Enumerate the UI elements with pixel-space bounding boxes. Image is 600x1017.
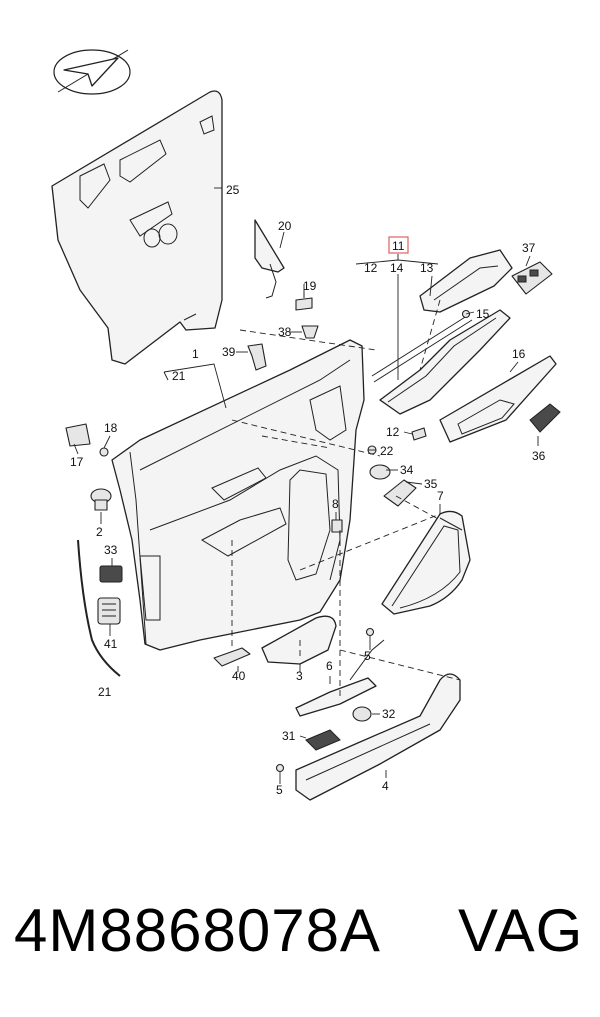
part-8-stud bbox=[331, 519, 343, 533]
part-32-mirror-switch bbox=[352, 706, 372, 722]
callout-25: 25 bbox=[226, 183, 240, 197]
callout-37: 37 bbox=[522, 241, 536, 255]
callout-5-upper: 5 bbox=[364, 649, 371, 663]
callout-16: 16 bbox=[512, 347, 526, 361]
callout-31: 31 bbox=[282, 729, 296, 743]
callout-14: 14 bbox=[390, 261, 404, 275]
callout-38: 38 bbox=[278, 325, 292, 339]
callout-13: 13 bbox=[420, 261, 434, 275]
callout-6: 6 bbox=[326, 659, 333, 673]
part-36-switch-block bbox=[529, 403, 561, 433]
callout-18: 18 bbox=[104, 421, 118, 435]
callout-36: 36 bbox=[532, 449, 546, 463]
callout-41: 41 bbox=[104, 637, 118, 651]
callout-11-highlight-box bbox=[388, 236, 409, 254]
part-39-bracket bbox=[247, 343, 267, 371]
part-3-armrest-pad bbox=[261, 615, 337, 665]
part-41-speaker-grille bbox=[97, 597, 121, 625]
part-6-switch-bracket bbox=[295, 639, 385, 717]
part-17-bracket bbox=[65, 423, 91, 447]
callout-35: 35 bbox=[424, 477, 438, 491]
brand-label: VAG bbox=[458, 897, 584, 964]
callout-12-upper: 12 bbox=[364, 261, 378, 275]
part-21-seal-strip bbox=[77, 539, 121, 677]
callout-12-lower: 12 bbox=[386, 425, 400, 439]
assembly-guide-lines bbox=[231, 299, 461, 700]
part-12-clip bbox=[411, 427, 427, 441]
part-5-screw-upper bbox=[365, 627, 375, 637]
part-31-window-switch bbox=[305, 729, 341, 751]
callout-7: 7 bbox=[437, 489, 444, 503]
part-40-courtesy-light bbox=[213, 647, 251, 667]
part-35-bezel bbox=[383, 479, 417, 507]
callout-33: 33 bbox=[104, 543, 118, 557]
part-34-knob bbox=[369, 464, 391, 480]
callout-5-lower: 5 bbox=[276, 783, 283, 797]
exploded-parts-diagram: 25 20 19 38 39 1 21 18 17 2 33 41 21 40 … bbox=[51, 49, 561, 801]
callout-17: 17 bbox=[70, 455, 84, 469]
direction-arrow-icon bbox=[53, 49, 131, 95]
part-2-clip bbox=[90, 488, 112, 511]
part-18-screw bbox=[99, 447, 109, 457]
callout-20: 20 bbox=[278, 219, 292, 233]
callout-15: 15 bbox=[476, 307, 490, 321]
callout-39: 39 bbox=[222, 345, 236, 359]
callout-21-lower: 21 bbox=[98, 685, 112, 699]
callout-8: 8 bbox=[332, 497, 339, 511]
part-37-switch-unit bbox=[511, 261, 553, 295]
part-25-sound-insulation bbox=[51, 90, 223, 365]
part-11-inner-handle-frame bbox=[371, 309, 511, 415]
part-20-mirror-trim bbox=[254, 219, 285, 299]
callout-4: 4 bbox=[382, 779, 389, 793]
callout-22: 22 bbox=[380, 444, 394, 458]
part-number-label: 4M8868078A bbox=[14, 897, 381, 964]
leader-lines bbox=[73, 187, 539, 784]
callout-3: 3 bbox=[296, 669, 303, 683]
part-38-clip bbox=[301, 325, 319, 339]
callout-2: 2 bbox=[96, 525, 103, 539]
callout-11: 11 bbox=[392, 239, 405, 253]
part-13-door-handle bbox=[419, 249, 513, 313]
callout-34: 34 bbox=[400, 463, 414, 477]
callout-32: 32 bbox=[382, 707, 396, 721]
part-33-switch bbox=[99, 565, 123, 583]
callout-1: 1 bbox=[192, 347, 199, 361]
callout-labels: 25 20 19 38 39 1 21 18 17 2 33 41 21 40 … bbox=[70, 183, 546, 797]
part-1-door-trim-panel bbox=[111, 339, 365, 651]
callout-21-upper: 21 bbox=[172, 369, 186, 383]
callout-19: 19 bbox=[303, 279, 317, 293]
callout-40: 40 bbox=[232, 669, 246, 683]
part-16-handle-trim bbox=[439, 355, 557, 443]
part-4-armrest bbox=[295, 673, 461, 801]
part-7-trim-insert bbox=[381, 510, 471, 615]
part-5-screw-lower bbox=[275, 763, 285, 773]
